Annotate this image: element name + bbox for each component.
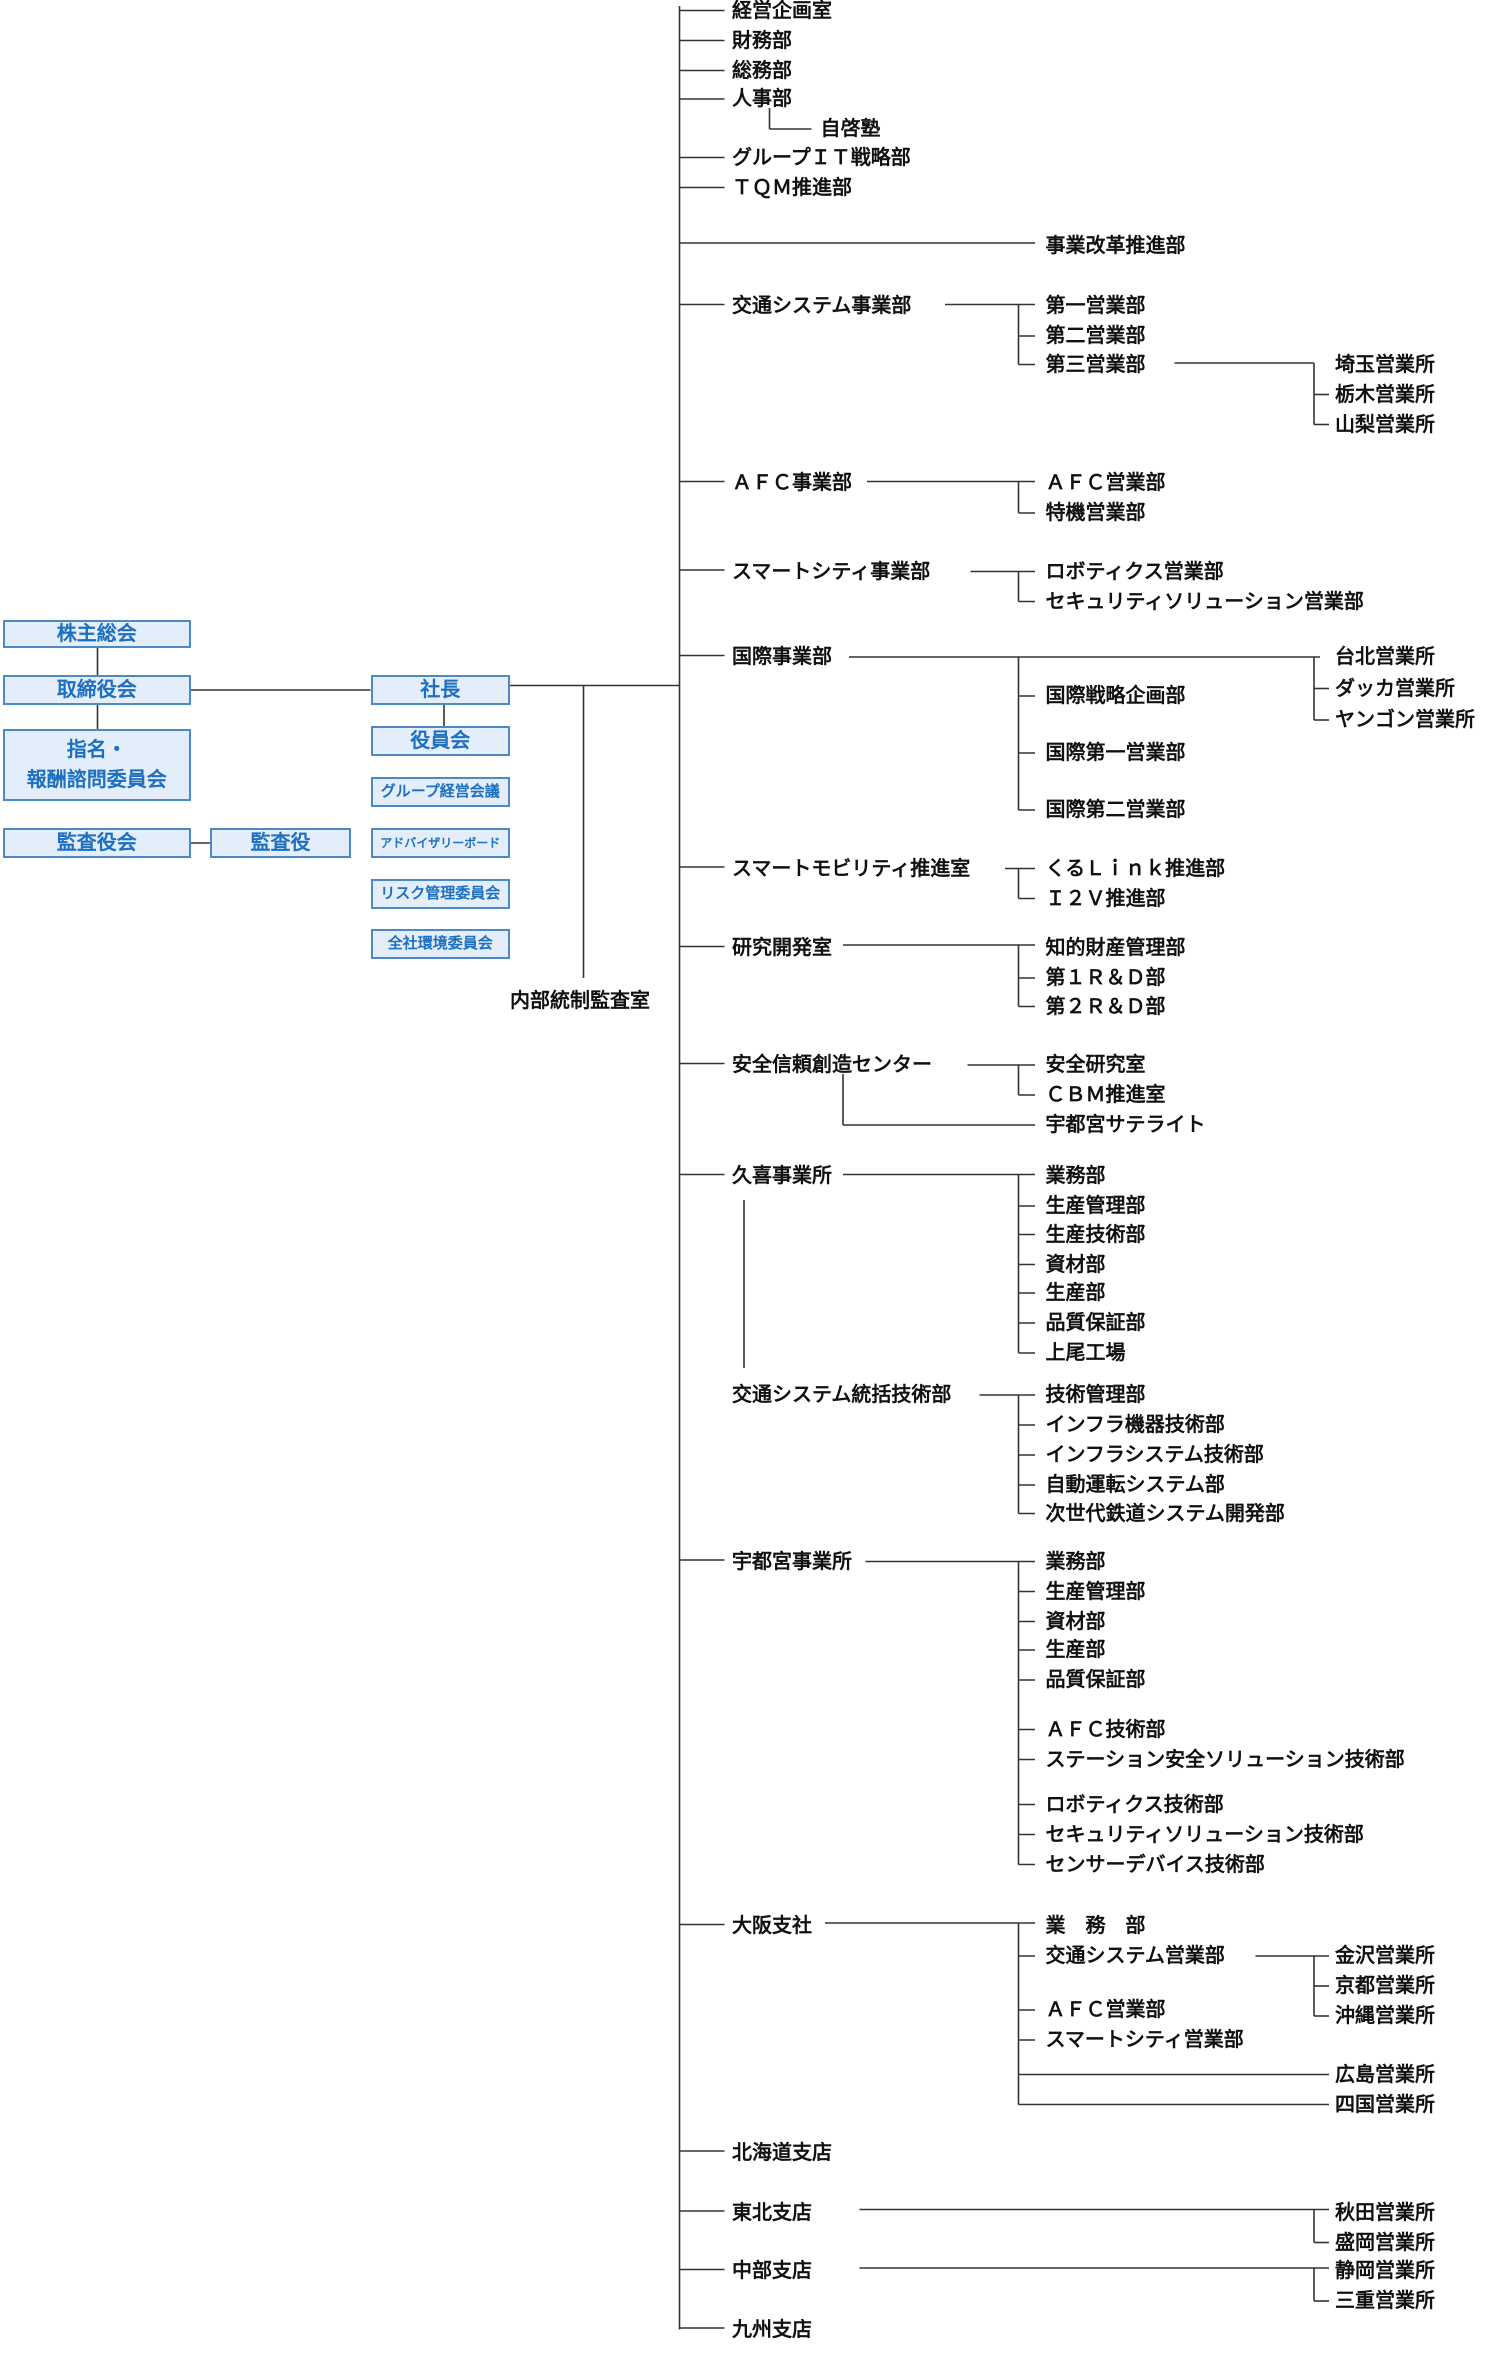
sub-department-label: 宇都宮サテライト (1045, 1114, 1206, 1136)
division-label: ＡＦＣ事業部 (732, 472, 852, 494)
division-label: 宇都宮事業所 (732, 1550, 852, 1573)
auditor-box: 監査役 (210, 828, 351, 858)
sub-department-label: 生産技術部 (1045, 1223, 1146, 1246)
staff-department-label: ＴＱＭ推進部 (732, 176, 852, 199)
sub-department-label: Ｉ２Ｖ推進部 (1045, 887, 1166, 910)
sub-department-label: セキュリティソリューション技術部 (1045, 1823, 1364, 1846)
sales-office-label: 台北営業所 (1335, 646, 1435, 668)
sub-department-label: ロボティクス技術部 (1045, 1793, 1224, 1816)
sub-department-label: 品質保証部 (1045, 1312, 1146, 1334)
sub-department-label: 品質保証部 (1045, 1669, 1146, 1691)
sub-department-label: スマートシティ営業部 (1045, 2029, 1244, 2051)
business-reform-department-label: 事業改革推進部 (1045, 235, 1186, 257)
sales-office-label: 京都営業所 (1335, 1975, 1435, 1997)
sub-department-label: インフラシステム技術部 (1045, 1444, 1264, 1466)
sub-department-label: ＣＢＭ推進室 (1045, 1084, 1166, 1106)
staff-department-label: グループＩＴ戦略部 (732, 146, 911, 169)
sub-department-label: 国際戦略企画部 (1045, 685, 1186, 707)
box-label-line: 指名・ (66, 739, 127, 761)
sub-department-label: ＡＦＣ営業部 (1045, 1999, 1166, 2021)
sub-department-label: インフラ機器技術部 (1045, 1414, 1225, 1436)
audit-board-box: 監査役会 (3, 828, 191, 858)
division-label: 九州支店 (732, 2318, 812, 2341)
sub-department-label: 第２Ｒ＆Ｄ部 (1045, 995, 1166, 1018)
sales-office-label: ヤンゴン営業所 (1335, 709, 1475, 731)
advisory-board-box: アドバイザリーボード (370, 828, 510, 858)
staff-department-label: 経営企画室 (732, 0, 832, 22)
sub-department-label: 業 務 部 (1045, 1915, 1146, 1937)
sub-department-label: センサーデバイス技術部 (1045, 1853, 1265, 1876)
division-label: スマートシティ事業部 (732, 560, 931, 583)
sales-office-label: 沖縄営業所 (1335, 2005, 1435, 2027)
sales-office-label: 盛岡営業所 (1335, 2231, 1435, 2254)
sub-department-label: 第三営業部 (1045, 353, 1146, 376)
group-management-meeting-box: グループ経営会議 (370, 777, 510, 807)
sub-department-label: 生産部 (1045, 1282, 1106, 1304)
sub-department-label: 資材部 (1045, 1253, 1106, 1276)
division-label: 国際事業部 (732, 646, 832, 668)
sales-office-label: 四国営業所 (1335, 2093, 1435, 2116)
division-label: スマートモビリティ推進室 (732, 857, 971, 880)
division-label: 東北支店 (732, 2201, 812, 2224)
sub-department-label: 業務部 (1045, 1550, 1106, 1573)
sub-department-label: 国際第一営業部 (1045, 742, 1186, 764)
sub-department-label: 知的財産管理部 (1045, 937, 1186, 959)
executive-committee-box: 役員会 (370, 726, 510, 756)
sales-office-label: 三重営業所 (1335, 2290, 1435, 2312)
risk-management-committee-box: リスク管理委員会 (370, 879, 510, 909)
sub-department-label: 特機営業部 (1045, 502, 1146, 524)
sub-department-label: 第二営業部 (1045, 325, 1146, 347)
division-label: 久喜事業所 (732, 1165, 832, 1187)
division-label: 中部支店 (732, 2260, 812, 2282)
division-label: 交通システム事業部 (732, 295, 912, 317)
sub-department-label: 交通システム営業部 (1045, 1945, 1225, 1967)
sales-office-label: 秋田営業所 (1335, 2201, 1435, 2224)
staff-department-label: 財務部 (732, 29, 792, 52)
sub-department-label: ＡＦＣ技術部 (1045, 1718, 1166, 1741)
sales-office-label: 静岡営業所 (1335, 2260, 1435, 2282)
sub-department-label: 生産部 (1045, 1639, 1106, 1661)
sub-department-label: 業務部 (1045, 1165, 1106, 1187)
sub-department-label: 技術管理部 (1045, 1384, 1146, 1406)
jikei-juku-label: 自啓塾 (820, 118, 881, 140)
sales-office-label: ダッカ営業所 (1335, 677, 1455, 700)
sub-department-label: 自動運転システム部 (1045, 1474, 1225, 1496)
sub-department-label: ＡＦＣ営業部 (1045, 472, 1166, 494)
sales-office-label: 栃木営業所 (1335, 383, 1435, 406)
box-label-line: 報酬諮問委員会 (26, 769, 167, 791)
sub-department-label: 第一営業部 (1045, 295, 1146, 317)
sub-department-label: ロボティクス営業部 (1045, 560, 1224, 583)
sub-department-label: 安全研究室 (1045, 1054, 1146, 1076)
staff-department-label: 人事部 (732, 88, 792, 110)
sub-department-label: 生産管理部 (1045, 1195, 1146, 1217)
division-label: 研究開発室 (732, 937, 832, 959)
division-label: 安全信頼創造センター (732, 1054, 932, 1076)
sales-office-label: 広島営業所 (1335, 2063, 1435, 2086)
sub-department-label: 生産管理部 (1045, 1580, 1146, 1603)
division-label: 交通システム統括技術部 (732, 1384, 952, 1406)
internal-audit-office-label: 内部統制監査室 (510, 989, 650, 1012)
sub-department-label: 第１Ｒ＆Ｄ部 (1045, 967, 1166, 989)
sub-department-label: くるＬｉｎｋ推進部 (1045, 857, 1226, 880)
sales-office-label: 金沢営業所 (1335, 1945, 1435, 1967)
staff-department-label: 総務部 (732, 59, 792, 82)
sub-department-label: ステーション安全ソリューション技術部 (1045, 1748, 1405, 1771)
nomination-compensation-committee-box: 指名・報酬諮問委員会 (3, 729, 191, 801)
president-box: 社長 (370, 675, 510, 705)
board-of-directors-box: 取締役会 (3, 675, 191, 705)
sub-department-label: セキュリティソリューション営業部 (1045, 590, 1364, 613)
division-label: 大阪支社 (732, 1915, 812, 1937)
sales-office-label: 埼玉営業所 (1335, 353, 1435, 376)
division-label: 北海道支店 (732, 2141, 832, 2164)
sub-department-label: 資材部 (1045, 1610, 1106, 1633)
sub-department-label: 上尾工場 (1045, 1342, 1126, 1364)
sub-department-label: 国際第二営業部 (1045, 799, 1186, 821)
sub-department-label: 次世代鉄道システム開発部 (1045, 1502, 1285, 1525)
sales-office-label: 山梨営業所 (1335, 413, 1435, 436)
shareholders-meeting-box: 株主総会 (3, 619, 191, 648)
environment-committee-box: 全社環境委員会 (370, 928, 510, 959)
